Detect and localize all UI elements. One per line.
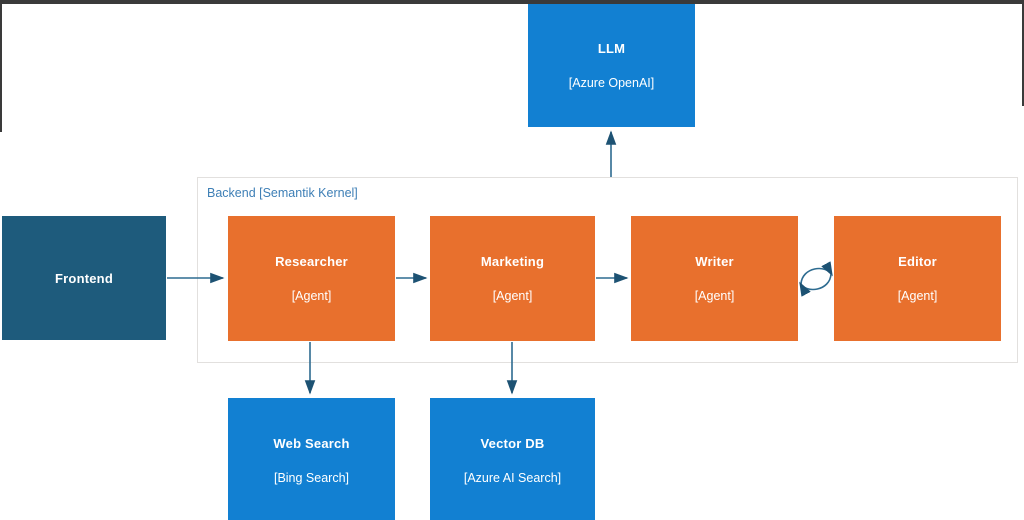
node-marketing-title: Marketing <box>480 254 545 269</box>
node-marketing-subtitle: [Agent] <box>492 289 533 303</box>
node-frontend: Frontend <box>2 216 166 340</box>
node-vector-db-title: Vector DB <box>480 436 545 451</box>
node-editor-subtitle: [Agent] <box>897 289 938 303</box>
node-web-search-title: Web Search <box>273 436 350 451</box>
node-llm: LLM [Azure OpenAI] <box>528 4 695 127</box>
node-researcher: Researcher [Agent] <box>228 216 395 341</box>
node-web-search-subtitle: [Bing Search] <box>273 471 350 485</box>
node-researcher-subtitle: [Agent] <box>291 289 332 303</box>
node-llm-subtitle: [Azure OpenAI] <box>568 76 655 90</box>
node-web-search: Web Search [Bing Search] <box>228 398 395 520</box>
node-writer: Writer [Agent] <box>631 216 798 341</box>
window-right-edge <box>1022 0 1024 106</box>
node-researcher-title: Researcher <box>275 254 348 269</box>
node-writer-title: Writer <box>695 254 734 269</box>
backend-group-label: Backend [Semantik Kernel] <box>207 186 358 200</box>
node-vector-db: Vector DB [Azure AI Search] <box>430 398 595 520</box>
node-marketing: Marketing [Agent] <box>430 216 595 341</box>
node-editor: Editor [Agent] <box>834 216 1001 341</box>
node-llm-title: LLM <box>597 41 626 56</box>
window-top-edge <box>0 0 1024 4</box>
node-vector-db-subtitle: [Azure AI Search] <box>463 471 562 485</box>
node-frontend-title: Frontend <box>55 270 113 286</box>
node-editor-title: Editor <box>898 254 937 269</box>
window-left-edge <box>0 0 2 132</box>
node-writer-subtitle: [Agent] <box>694 289 735 303</box>
